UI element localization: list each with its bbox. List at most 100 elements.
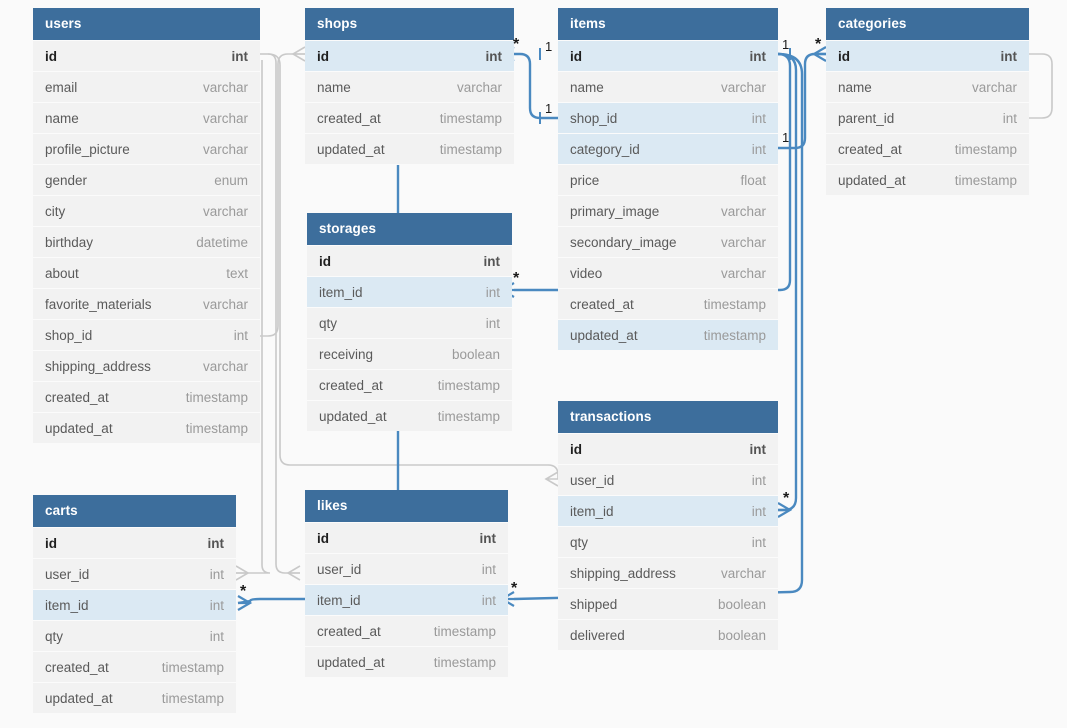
table-header-likes[interactable]: likes	[305, 490, 508, 522]
column-type: timestamp	[437, 377, 500, 393]
column-type: int	[485, 284, 500, 300]
column-row[interactable]: item_id int	[307, 276, 512, 307]
column-name: name	[838, 79, 872, 95]
column-name: item_id	[45, 597, 89, 613]
table-header-items[interactable]: items	[558, 8, 778, 40]
table-header-categories[interactable]: categories	[826, 8, 1029, 40]
table-header-users[interactable]: users	[33, 8, 260, 40]
column-type: varchar	[720, 79, 766, 95]
column-type: boolean	[451, 346, 500, 362]
table-header-transactions[interactable]: transactions	[558, 401, 778, 433]
table-header-shops[interactable]: shops	[305, 8, 514, 40]
column-type: varchar	[202, 110, 248, 126]
column-type: float	[740, 172, 766, 188]
column-name: email	[45, 79, 78, 95]
column-name: gender	[45, 172, 88, 188]
column-row[interactable]: shop_id int	[33, 319, 260, 350]
column-name: favorite_materials	[45, 296, 152, 312]
column-name: shop_id	[45, 327, 93, 343]
column-name: shipped	[570, 596, 618, 612]
column-name: updated_at	[838, 172, 906, 188]
edge-users-shop	[260, 53, 305, 337]
column-row[interactable]: created_at timestamp	[307, 369, 512, 400]
column-name: shipping_address	[570, 565, 676, 581]
column-name: created_at	[319, 377, 383, 393]
column-name: item_id	[319, 284, 363, 300]
column-name: updated_at	[570, 327, 638, 343]
column-name: created_at	[317, 623, 381, 639]
column-type: int	[233, 327, 248, 343]
column-type: timestamp	[954, 141, 1017, 157]
column-row[interactable]: receiving boolean	[307, 338, 512, 369]
column-type: int	[1002, 110, 1017, 126]
table-header-storages[interactable]: storages	[307, 213, 512, 245]
column-type: timestamp	[185, 420, 248, 436]
column-type: timestamp	[161, 690, 224, 706]
cardinality-label: *	[513, 270, 520, 287]
column-name: receiving	[319, 346, 374, 362]
table-header-carts[interactable]: carts	[33, 495, 236, 527]
